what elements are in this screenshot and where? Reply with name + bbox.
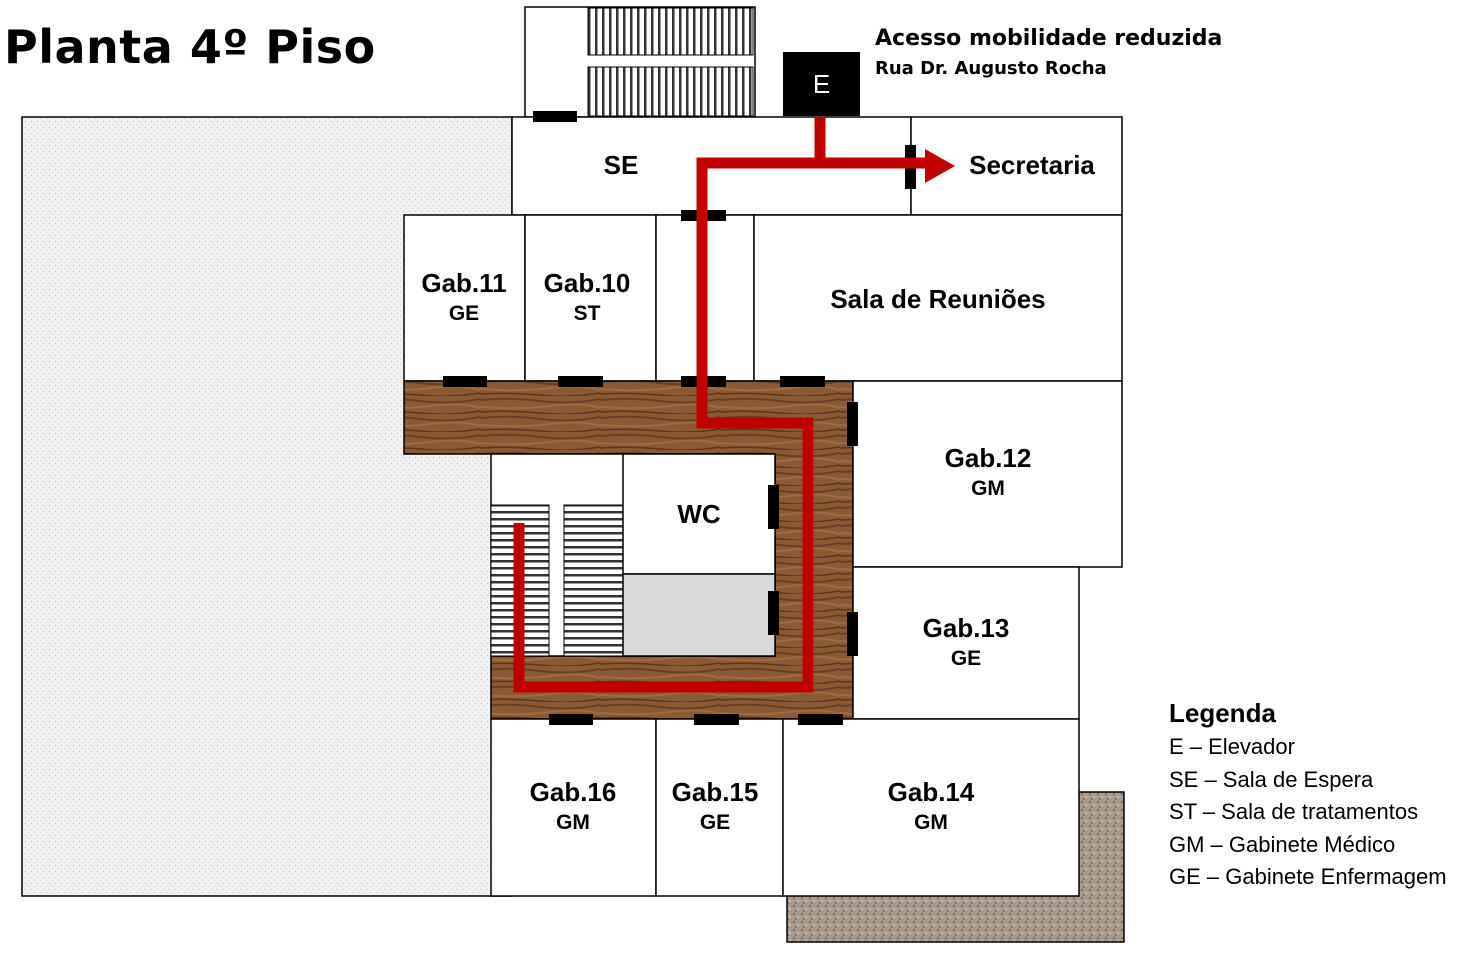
access-heading: Acesso mobilidade reduzida [875,26,1223,51]
room-gab12 [852,380,1123,568]
room-gab14 [782,718,1080,897]
door [768,485,779,529]
room-gab13 [852,566,1080,720]
page-title: Planta 4º Piso [4,20,376,74]
legend-item: GE – Gabinete Enfermagem [1169,864,1447,889]
label-gab11: Gab.11 GE [421,268,507,326]
door [558,376,603,387]
room-reunioes [753,214,1123,382]
legend-item: ST – Sala de tratamentos [1169,799,1419,824]
room-gab11 [403,214,526,382]
door [780,376,825,387]
label-gab12: Gab.12 GM [944,443,1032,501]
legend-title: Legenda [1169,698,1276,728]
top-stairs-2 [587,66,754,117]
door [533,111,577,122]
legend: Legenda E – Elevador SE – Sala de Espera… [1169,698,1447,894]
label-reunioes: Sala de Reuniões [830,284,1046,314]
label-se: SE [603,150,639,180]
room-wc [622,453,776,575]
legend-item: SE – Sala de Espera [1169,766,1374,792]
legend-item: E – Elevador [1169,734,1295,759]
door [549,714,593,725]
wc-service [622,573,776,657]
elevator-marker: E [783,52,860,116]
stairs-right [563,504,624,657]
label-wc: WC [677,499,721,529]
label-gab16: Gab.16 GM [529,777,617,835]
legend-item: GM – Gabinete Médico [1169,831,1396,857]
label-gab13: Gab.13 GE [922,613,1010,671]
label-gab15: Gab.15 GE [671,777,759,835]
access-street: Rua Dr. Augusto Rocha [875,58,1107,79]
label-gab10: Gab.10 ST [543,268,631,326]
door [847,612,858,656]
label-gab14: Gab.14 GM [887,777,975,835]
room-gab15 [655,718,784,897]
room-gab16 [490,718,657,897]
door [694,714,739,725]
route-arrow-head [925,149,955,183]
door [847,402,858,446]
accessible-route [513,117,826,693]
top-stairs-1 [587,7,754,56]
door [798,714,843,725]
door [443,376,487,387]
label-secretaria: Secretaria [969,150,1095,180]
door [768,591,779,635]
